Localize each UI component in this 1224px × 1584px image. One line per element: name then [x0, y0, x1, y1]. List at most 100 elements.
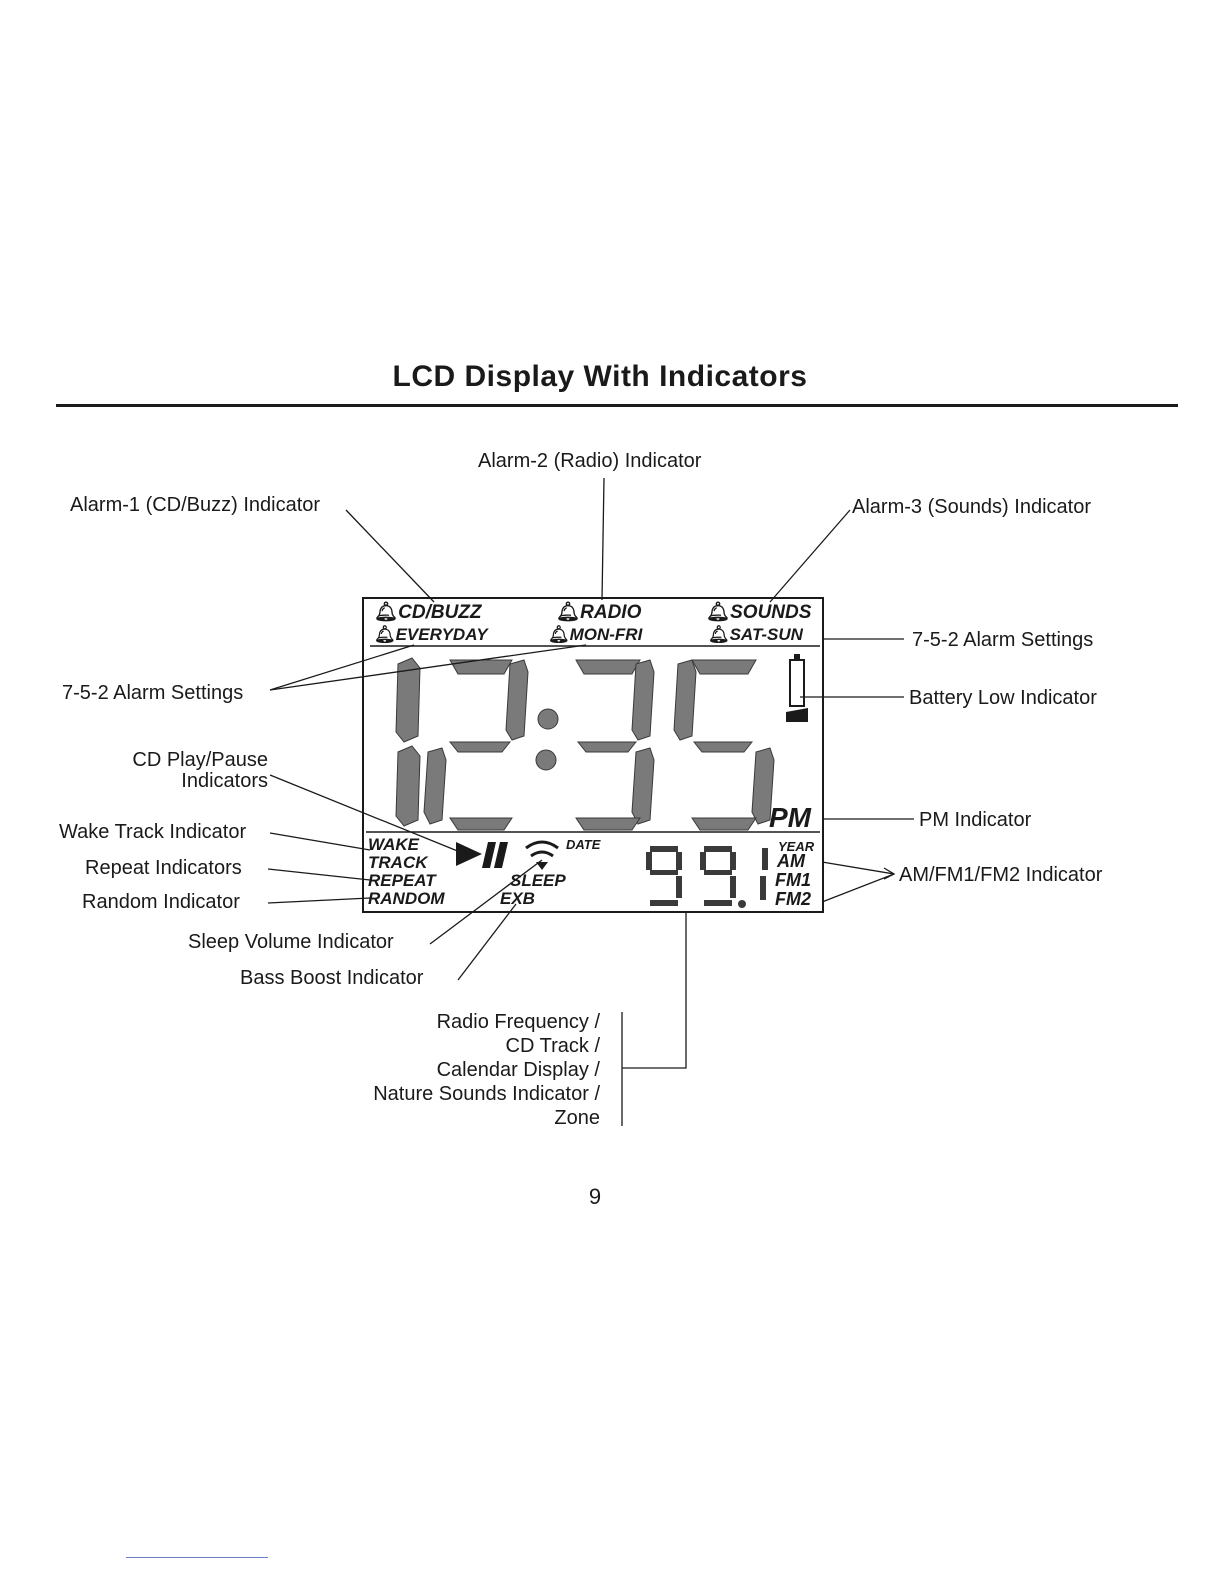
- time-digit-1-upper: [395, 657, 421, 743]
- cd-play-pause-label-line1: CD Play/Pause: [132, 749, 268, 771]
- freq-digit-segment: [650, 900, 678, 906]
- frequency-label-line: Calendar Display /: [436, 1059, 600, 1081]
- bell-icon: 🔔︎: [548, 625, 570, 644]
- time-digit-3-bottom: [575, 817, 641, 831]
- play-icon: [456, 842, 482, 866]
- lcd-track: TRACK: [368, 853, 428, 872]
- lcd-random: RANDOM: [368, 889, 445, 908]
- pause-icon: [494, 842, 508, 868]
- leader-am-fm: [821, 861, 895, 875]
- bell-icon: 🔔︎: [374, 625, 396, 644]
- page-title: LCD Display With Indicators: [392, 360, 808, 393]
- alarm-settings-right-label: 7-5-2 Alarm Settings: [912, 629, 1094, 651]
- leader-am-fm-arrow: [883, 867, 896, 880]
- frequency-label-line: Radio Frequency /: [436, 1011, 600, 1033]
- leader-alarm-settings-left: [269, 644, 587, 691]
- alarm3-label: Alarm-3 (Sounds) Indicator: [852, 496, 1091, 518]
- time-digit-5-middle: [692, 741, 754, 753]
- battery-terminal-icon: [794, 654, 800, 660]
- am-fm-label: AM/FM1/FM2 Indicator: [899, 864, 1103, 886]
- leader-repeat: [267, 868, 371, 881]
- lcd-everyday: 🔔︎EVERYDAY: [374, 625, 488, 644]
- lcd-frequency-digits: [646, 846, 768, 908]
- leader-alarm-settings-left: [269, 644, 415, 691]
- repeat-label: Repeat Indicators: [85, 857, 242, 879]
- time-digit-2-middle: [448, 741, 512, 753]
- time-digit-2-lower-left: [423, 747, 447, 825]
- frequency-label-line: Zone: [554, 1107, 600, 1129]
- time-digit-3-middle: [576, 741, 638, 753]
- lcd-sounds: 🔔︎SOUNDS: [706, 602, 812, 623]
- time-colon-bottom: [535, 749, 557, 771]
- bell-icon: 🔔︎: [556, 602, 581, 623]
- lcd-am: AM: [777, 851, 805, 871]
- lcd-wake: WAKE: [368, 835, 419, 854]
- lcd-fm2: FM2: [775, 889, 811, 909]
- cd-play-pause-label-line2: Indicators: [181, 770, 268, 792]
- lcd-time-digits: [395, 657, 775, 831]
- leader-wake-track: [269, 832, 371, 851]
- bell-icon: 🔔︎: [706, 602, 731, 623]
- freq-digit-segment: [762, 848, 768, 870]
- sleep-volume-label: Sleep Volume Indicator: [188, 931, 394, 953]
- alarm1-label: Alarm-1 (CD/Buzz) Indicator: [70, 494, 321, 516]
- time-digit-5-bottom: [691, 817, 757, 831]
- battery-low-flag-icon: [786, 708, 808, 722]
- bell-icon: 🔔︎: [708, 625, 730, 644]
- lcd-radio: 🔔︎RADIO: [556, 602, 642, 623]
- freq-digit-segment: [730, 852, 736, 870]
- leader-cd-play-pause: [269, 774, 461, 853]
- freq-digit-segment: [730, 876, 736, 898]
- time-digit-3-lower-right: [631, 747, 655, 825]
- time-digit-5-upper-left: [673, 659, 697, 741]
- leader-lines: [267, 477, 914, 1126]
- lcd-sleep: SLEEP: [510, 871, 566, 890]
- freq-digit-segment: [650, 846, 678, 852]
- lcd-date: DATE: [566, 837, 601, 852]
- sleep-volume-icon: [536, 862, 548, 870]
- pm-indicator-label: PM Indicator: [919, 809, 1032, 831]
- alarm2-label: Alarm-2 (Radio) Indicator: [478, 450, 702, 472]
- time-digit-1-lower: [395, 745, 421, 827]
- leader-alarm1: [345, 509, 435, 603]
- lcd-year: YEAR: [778, 839, 815, 854]
- frequency-label-line: CD Track /: [505, 1035, 600, 1057]
- lcd-cd-buzz: 🔔︎CD/BUZZ: [374, 602, 482, 623]
- lcd-repeat: REPEAT: [368, 871, 436, 890]
- lcd-sat-sun: 🔔︎SAT-SUN: [708, 625, 803, 644]
- freq-decimal-point: [738, 900, 746, 908]
- lcd-mon-fri: 🔔︎MON-FRI: [548, 625, 643, 644]
- leader-frequency: [622, 912, 687, 1069]
- freq-digit-segment: [704, 900, 732, 906]
- pause-icon: [482, 842, 496, 868]
- leader-alarm3: [769, 509, 851, 603]
- leader-random: [267, 897, 371, 904]
- battery-icon: [789, 659, 805, 707]
- alarm-settings-left-label: 7-5-2 Alarm Settings: [62, 682, 244, 704]
- footer-line: [126, 1557, 268, 1558]
- time-digit-3-upper-right: [631, 659, 655, 741]
- title-rule: [56, 404, 1178, 407]
- page-number: 9: [588, 1184, 602, 1209]
- leader-sleep-volume: [429, 859, 543, 945]
- time-digit-2-top: [449, 659, 513, 675]
- time-digit-2-upper-right: [505, 659, 529, 741]
- leader-alarm2: [601, 477, 605, 601]
- freq-digit-segment: [700, 852, 706, 870]
- freq-digit-segment: [650, 870, 678, 875]
- battery-low-label: Battery Low Indicator: [909, 687, 1097, 709]
- frequency-label-line: Nature Sounds Indicator /: [373, 1083, 600, 1105]
- wake-track-label: Wake Track Indicator: [59, 821, 247, 843]
- lcd-pm: PM: [769, 802, 811, 833]
- freq-digit-segment: [676, 876, 682, 898]
- time-digit-5-top: [691, 659, 757, 675]
- bass-boost-label: Bass Boost Indicator: [240, 967, 424, 989]
- lcd-fm1: FM1: [775, 870, 811, 890]
- time-digit-2-bottom: [449, 817, 513, 831]
- leader-bass-boost: [457, 903, 517, 981]
- sleep-volume-icon: [525, 840, 559, 858]
- lcd-exb: EXB: [500, 889, 535, 908]
- freq-digit-segment: [704, 846, 732, 852]
- lcd-panel: [362, 597, 824, 913]
